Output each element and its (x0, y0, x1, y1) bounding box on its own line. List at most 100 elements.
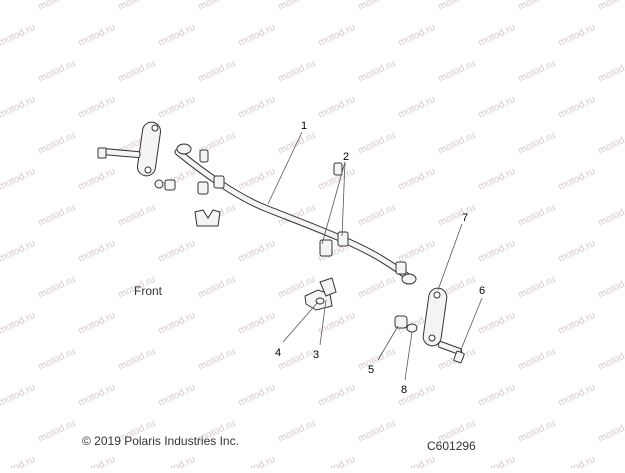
watermark-text: motod.ru (517, 274, 557, 301)
watermark-text: motod.ru (477, 382, 517, 409)
callout-2: 2 (343, 151, 349, 163)
watermark-text: motod.ru (157, 94, 197, 121)
bar-bushings (197, 149, 407, 275)
watermark-text: motod.ru (157, 382, 197, 409)
watermark-text: motod.ru (397, 94, 437, 121)
watermark-text: motod.ru (0, 382, 37, 409)
copyright-text: © 2019 Polaris Industries Inc. (82, 434, 239, 448)
watermark-text: motod.ru (117, 346, 157, 373)
watermark-text: motod.ru (397, 454, 437, 468)
watermark-text: motod.ru (237, 238, 277, 265)
watermark-text: motod.ru (0, 94, 37, 121)
watermark-text: motod.ru (157, 166, 197, 193)
callout-5: 5 (368, 364, 374, 376)
watermark-text: motod.ru (197, 274, 237, 301)
watermark-text: motod.ru (277, 58, 317, 85)
watermark-text: motod.ru (517, 0, 557, 13)
callout-leaders (267, 131, 483, 381)
watermark-text: motod.ru (0, 454, 37, 468)
watermark-text: motod.ru (37, 130, 77, 157)
left-link-assembly (97, 121, 176, 191)
watermark-text: motod.ru (357, 0, 397, 13)
watermark-text: motod.ru (157, 22, 197, 49)
watermark-text: motod.ru (557, 22, 597, 49)
callout-3: 3 (313, 349, 319, 361)
watermark-text: motod.ru (37, 346, 77, 373)
watermark-text: motod.ru (0, 166, 37, 193)
watermark-text: motod.ru (517, 346, 557, 373)
watermark-text: motod.ru (317, 94, 357, 121)
watermark-text: motod.ru (157, 454, 197, 468)
figure-code: C601296 (427, 439, 476, 453)
watermark-text: motod.ru (397, 22, 437, 49)
callout-6: 6 (479, 285, 485, 297)
watermark-text: motod.ru (197, 58, 237, 85)
watermark-text: motod.ru (557, 382, 597, 409)
watermark-text: motod.ru (117, 202, 157, 229)
watermark-text: motod.ru (557, 166, 597, 193)
watermark-text: motod.ru (37, 274, 77, 301)
watermark-text: motod.ru (237, 94, 277, 121)
watermark-text: motod.ru (277, 346, 317, 373)
watermark-text: motod.ru (517, 418, 557, 445)
watermark-text: motod.ru (517, 130, 557, 157)
front-label: Front (134, 284, 163, 298)
watermark-text: motod.ru (157, 310, 197, 337)
callout-4: 4 (275, 347, 281, 359)
watermark-text: motod.ru (597, 202, 625, 229)
watermark-text: motod.ru (557, 238, 597, 265)
watermark-text: motod.ru (237, 454, 277, 468)
watermark-text: motod.ru (117, 0, 157, 13)
watermark-text: motod.ru (37, 418, 77, 445)
watermark-text: motod.ru (357, 58, 397, 85)
watermark-text: motod.ru (597, 130, 625, 157)
watermark-text: motod.ru (237, 166, 277, 193)
watermark-text: motod.ru (477, 22, 517, 49)
watermark-text: motod.ru (517, 58, 557, 85)
watermark-text: motod.ru (397, 238, 437, 265)
watermark-text: motod.ru (597, 418, 625, 445)
watermark-text: motod.ru (597, 0, 625, 13)
right-link-assembly (315, 287, 465, 364)
watermark-text: motod.ru (357, 418, 397, 445)
watermark-text: motod.ru (357, 274, 397, 301)
watermark-text: motod.ru (477, 238, 517, 265)
watermark-text: motod.ru (477, 166, 517, 193)
watermark-text: motod.ru (597, 346, 625, 373)
watermark-text: motod.ru (357, 202, 397, 229)
watermark-text: motod.ru (437, 130, 477, 157)
watermark-text: motod.ru (77, 94, 117, 121)
watermark-text: motod.ru (197, 0, 237, 13)
callout-numbers: 1 2 3 4 5 6 7 8 (275, 120, 485, 396)
watermark-text: motod.ru (397, 166, 437, 193)
watermark-text: motod.ru (237, 310, 277, 337)
watermark-text: motod.ru (237, 22, 277, 49)
watermark-text: motod.ru (477, 454, 517, 468)
callout-8: 8 (401, 384, 407, 396)
watermark-text: motod.ru (277, 0, 317, 13)
watermark-text: motod.ru (0, 310, 37, 337)
watermark-text: motod.ru (0, 238, 37, 265)
watermark-text: motod.ru (77, 22, 117, 49)
watermark-text: motod.ru (77, 238, 117, 265)
watermark-text: motod.ru (237, 382, 277, 409)
watermark-text: motod.ru (477, 310, 517, 337)
callout-7: 7 (462, 212, 468, 224)
watermark-text: motod.ru (557, 94, 597, 121)
watermark-text: motod.ru (157, 238, 197, 265)
watermark-text: motod.ru (277, 418, 317, 445)
watermark-text: motod.ru (197, 346, 237, 373)
watermark-text: motod.ru (557, 310, 597, 337)
watermark-text: motod.ru (437, 58, 477, 85)
watermark-text: motod.ru (77, 454, 117, 468)
watermark-text: motod.ru (557, 454, 597, 468)
watermark-text: motod.ru (37, 202, 77, 229)
watermark-text: motod.ru (77, 166, 117, 193)
watermark-text: motod.ru (597, 274, 625, 301)
watermark-text: motod.ru (517, 202, 557, 229)
watermark-text: motod.ru (117, 58, 157, 85)
watermark-text: motod.ru (317, 22, 357, 49)
